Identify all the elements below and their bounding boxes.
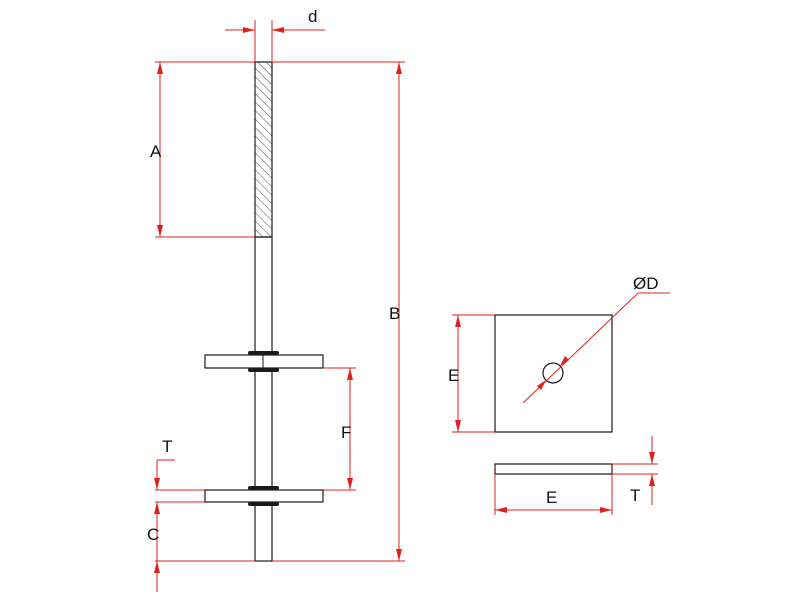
nut-upper-bottom [248,368,279,372]
label-e-plate: E [448,366,459,385]
label-t-left: T [162,437,172,456]
dimension-e-horizontal: E [494,474,613,515]
label-d: d [308,7,317,26]
nut-upper-top [248,351,279,355]
label-a: A [150,142,162,161]
label-e-side: E [546,488,557,507]
rod-shaft [254,236,273,562]
dimension-d: d [225,7,325,62]
plate-top-view: ØD [494,274,670,433]
anchor-rod [204,61,324,562]
dimension-a: A [150,61,255,238]
plate-side-view [494,463,613,475]
label-diameter-d: ØD [633,274,659,293]
plate-hole [542,362,564,384]
nut-lower-bottom [248,502,279,506]
dimension-b: B [272,61,405,562]
upper-plate [204,354,324,369]
lower-plate [204,489,324,503]
nut-lower-top [248,486,279,490]
label-t-side: T [630,486,640,505]
label-b: B [389,304,400,323]
dimension-e-vertical: E [448,314,495,433]
dimension-t-left: T [154,437,205,520]
rod-threaded-section [254,61,273,238]
plate-edge [494,463,613,475]
dimension-t-side: T [612,436,658,505]
dimension-c: C [147,502,255,592]
dimension-f: F [323,367,356,491]
label-f: F [341,423,351,442]
label-c: C [147,525,159,544]
